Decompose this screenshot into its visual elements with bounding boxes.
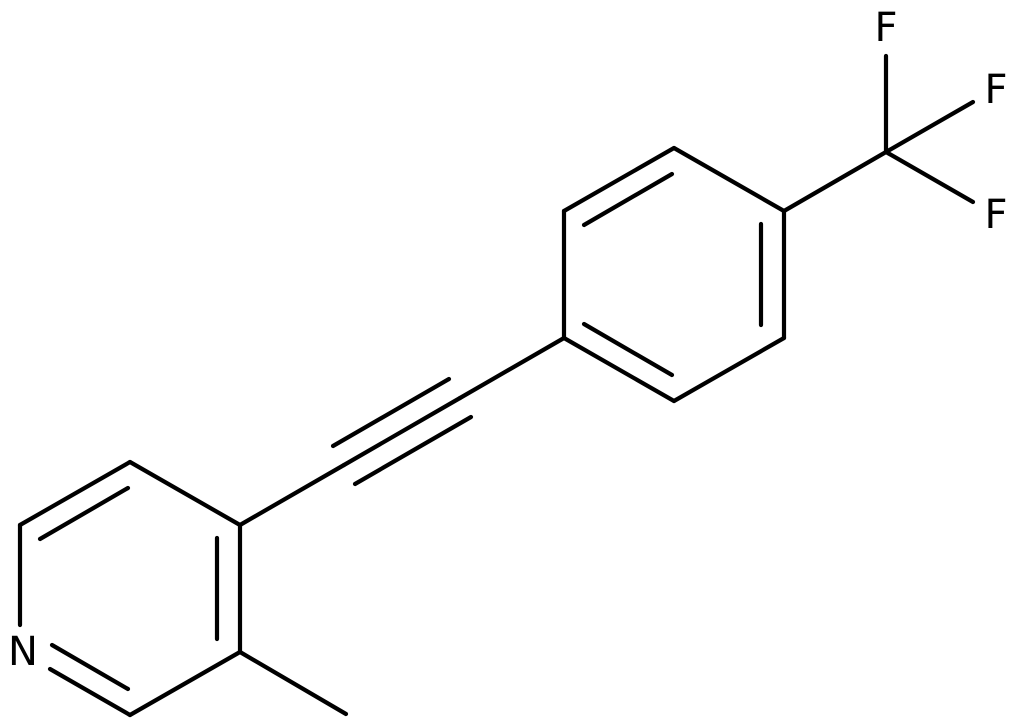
- bond-p6-p1-inner: [581, 321, 675, 378]
- atom-label-fluorine-bottom: F: [984, 192, 1007, 238]
- phenyl-ring: [561, 145, 787, 404]
- bond-c2-c3: [17, 459, 133, 528]
- atom-label-fluorine-right: F: [984, 67, 1007, 113]
- alkyne-bond-center: [341, 395, 463, 468]
- alkyne-bond-lower: [352, 414, 474, 487]
- alkyne-linker: [237, 335, 567, 528]
- bond-p2-p3-inner: [581, 171, 675, 228]
- bond-p2-p3: [561, 145, 677, 214]
- bond-methyl: [237, 649, 349, 717]
- pyridine-ring: [17, 459, 243, 718]
- bond-alkyne-to-phenyl: [457, 335, 567, 401]
- atom-label-fluorine-top: F: [874, 5, 897, 51]
- bond-p3-p4: [671, 145, 787, 214]
- atom-label-nitrogen: N: [8, 629, 38, 675]
- bond-p6-p1: [561, 335, 677, 404]
- alkyne-bond-upper: [330, 376, 452, 449]
- bond-ring-to-cf3: [781, 149, 889, 214]
- bond-c5-c6: [127, 649, 243, 718]
- bond-c6-n: [47, 666, 133, 718]
- trifluoromethyl-group: [781, 53, 976, 214]
- bond-ring-to-alkyne: [237, 462, 347, 528]
- bond-c2-c3-inner: [37, 485, 131, 542]
- bond-c6-n-inner: [49, 642, 131, 692]
- bond-c3-c4: [127, 459, 243, 528]
- bond-c-f3: [883, 149, 976, 205]
- bond-c-f2: [883, 99, 976, 155]
- bond-p5-p6: [671, 335, 787, 404]
